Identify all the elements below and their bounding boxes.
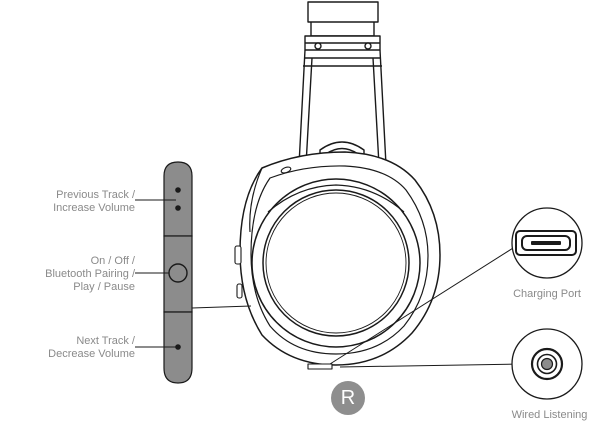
control-strip-middle <box>163 235 193 313</box>
side-button-bump-upper <box>234 245 242 265</box>
next-track-label: Next Track / Decrease Volume <box>48 335 135 361</box>
leader-lines <box>135 199 522 368</box>
control-strip-icon <box>163 161 193 384</box>
next-dot-icon <box>175 344 181 350</box>
power-label-line-3: Play / Pause <box>73 281 135 293</box>
charging-port-label: Charging Port <box>513 288 581 300</box>
charging-port-tongue <box>531 241 561 245</box>
prev-dot-lower-icon <box>175 205 181 211</box>
power-label-line-1: On / Off / <box>90 255 135 267</box>
headband-top-block <box>307 1 379 23</box>
headband-arm-outer <box>298 49 387 166</box>
jack-hole <box>540 357 554 371</box>
status-led <box>280 166 292 174</box>
next-track-label-line-1: Next Track / <box>76 335 135 347</box>
ear-cup <box>234 151 441 370</box>
ear-cushion-inner <box>262 189 410 337</box>
ear-cup-top-crease <box>249 167 263 233</box>
previous-track-label-line-1: Previous Track / <box>56 189 135 201</box>
right-side-badge: R <box>331 381 365 415</box>
pivot-housing <box>319 141 365 168</box>
bottom-port-slot <box>307 363 333 370</box>
ear-cushion-outer <box>251 178 421 348</box>
prev-dot-upper-icon <box>175 187 181 193</box>
leader-charging <box>329 242 522 365</box>
control-strip-top <box>163 161 193 237</box>
previous-track-label: Previous Track / Increase Volume <box>53 189 135 215</box>
previous-track-label-line-2: Increase Volume <box>53 202 135 214</box>
cushion-mount-arc <box>267 184 405 213</box>
power-label-line-2: Bluetooth Pairing / <box>45 268 135 280</box>
hinge-screw-left <box>314 42 322 50</box>
side-button-bump-lower <box>236 283 243 299</box>
headband-arm-inner <box>305 57 380 166</box>
leader-strip-to-cup <box>191 305 252 309</box>
headband-top-inner <box>310 22 375 37</box>
ear-cushion-rim <box>265 192 407 334</box>
leader-wired <box>339 363 522 368</box>
hinge-screw-right <box>364 42 372 50</box>
usb-c-port-icon <box>511 207 583 279</box>
power-label: On / Off / Bluetooth Pairing / Play / Pa… <box>45 255 135 294</box>
wired-listening-label: Wired Listening <box>511 409 588 421</box>
audio-jack-icon <box>511 328 583 400</box>
headphone-side-view-icon <box>290 1 395 189</box>
next-track-label-line-2: Decrease Volume <box>48 348 135 360</box>
